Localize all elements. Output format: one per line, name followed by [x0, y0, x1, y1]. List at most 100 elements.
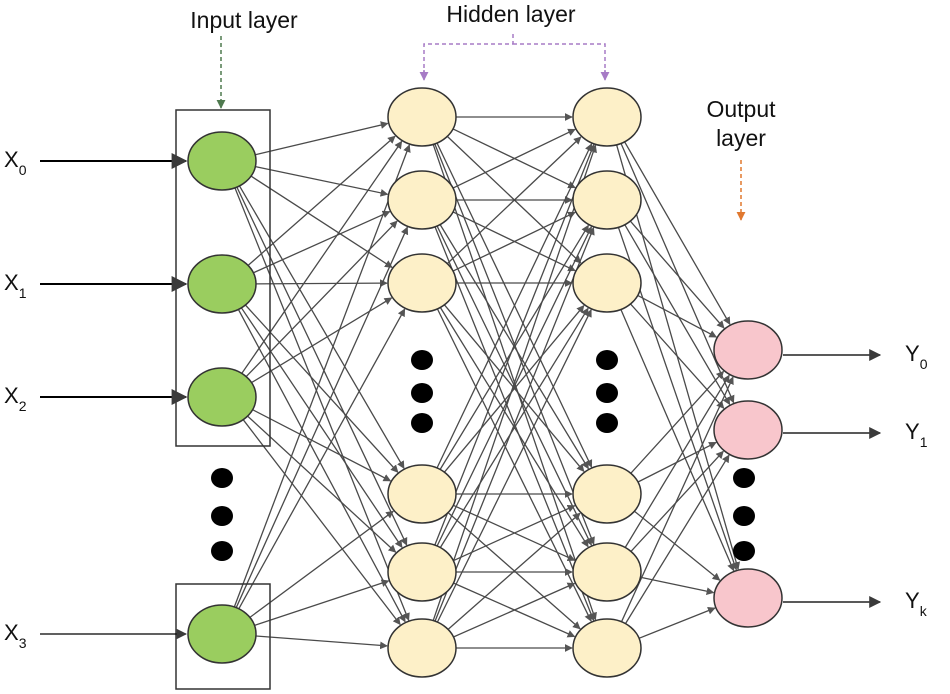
input-label-0: X0 — [4, 147, 27, 178]
input-ellipsis-dot-2 — [211, 541, 233, 561]
edge-input-1-to-hidden1-0 — [247, 135, 396, 266]
input-node-0 — [187, 131, 257, 191]
edge-hidden1-3-to-hidden2-2 — [443, 305, 585, 473]
edge-hidden2-0-to-output-0 — [624, 141, 731, 325]
edge-hidden1-2-to-hidden2-0 — [446, 136, 582, 265]
output-node-1 — [713, 400, 783, 460]
edge-hidden1-5-to-hidden2-3 — [447, 512, 581, 630]
edge-input-2-to-hidden1-4 — [247, 415, 397, 553]
input-node-1 — [187, 254, 257, 314]
edge-input-3-to-hidden1-5 — [255, 635, 388, 650]
output-ellipsis-dot-2 — [733, 541, 755, 561]
input-label-1: X1 — [4, 270, 27, 301]
edge-input-0-to-hidden1-2 — [250, 175, 393, 268]
input-label-sub-3: 3 — [19, 635, 27, 651]
hidden-layer-pointer — [423, 34, 606, 76]
edge-hidden1-4-to-hidden2-1 — [436, 226, 592, 547]
input-ellipsis-dot-0 — [211, 468, 233, 488]
edge-hidden2-2-to-output-0 — [637, 294, 718, 338]
edge-hidden1-1-to-hidden2-0 — [452, 128, 576, 189]
output-label-0: Y0 — [905, 341, 928, 372]
output-label-2: Yk — [905, 588, 928, 619]
edge-hidden1-4-to-hidden2-2 — [439, 307, 589, 548]
hidden2-node-3 — [572, 464, 642, 524]
edge-input-0-to-hidden1-3 — [238, 185, 405, 469]
edge-hidden2-1-to-output-1 — [624, 224, 731, 406]
network-nodes — [187, 87, 783, 678]
connection-edges — [233, 113, 741, 652]
input-layer-box-lower — [175, 583, 271, 690]
output-layer-label-line2: layer — [716, 125, 766, 151]
edge-input-3-to-hidden1-1 — [235, 226, 409, 608]
hidden2-node-4 — [572, 542, 642, 602]
output-layer-label-line1: Output — [706, 96, 776, 122]
hidden2-ellipsis-dot-2 — [596, 413, 618, 433]
output-label-sub-2: k — [920, 603, 928, 619]
hidden1-node-1 — [387, 170, 457, 230]
edge-hidden2-4-to-output-0 — [624, 374, 730, 548]
edge-input-2-to-hidden1-1 — [245, 220, 398, 378]
edge-hidden1-3-to-hidden2-0 — [436, 143, 593, 469]
hidden2-node-5 — [572, 618, 642, 678]
edge-input-0-to-hidden1-5 — [234, 187, 410, 621]
output-ellipsis-dot-1 — [733, 506, 755, 526]
edge-hidden1-4-to-hidden2-0 — [434, 144, 595, 546]
edge-input-1-to-hidden1-2 — [255, 279, 388, 288]
edge-hidden1-4-to-hidden2-3 — [453, 505, 576, 562]
hidden-layer-label: Hidden layer — [446, 1, 575, 27]
hidden2-ellipsis-dot-0 — [596, 350, 618, 370]
input-label-sub-1: 1 — [19, 285, 27, 301]
edge-input-2-to-hidden1-5 — [242, 419, 401, 626]
edge-input-0-to-hidden1-1 — [255, 165, 389, 197]
edge-input-1-to-hidden1-3 — [244, 304, 399, 473]
edge-hidden2-2-to-output-1 — [630, 303, 725, 409]
edge-input-1-to-hidden1-5 — [237, 309, 406, 623]
edge-hidden2-0-to-output-1 — [620, 143, 735, 404]
edge-hidden2-1-to-output-0 — [629, 220, 725, 329]
input-label-sub-0: 0 — [19, 162, 27, 178]
input-node-3 — [187, 604, 257, 664]
edge-input-3-to-hidden1-3 — [249, 510, 394, 618]
edge-input-2-to-hidden1-0 — [241, 140, 403, 374]
edge-input-2-to-hidden1-3 — [252, 409, 392, 482]
edge-hidden2-4-to-output-2 — [640, 576, 715, 595]
output-ellipsis-dot-0 — [733, 468, 755, 488]
edge-input-1-to-hidden1-1 — [253, 210, 391, 274]
hidden1-node-3 — [387, 464, 457, 524]
edge-hidden1-3-to-hidden2-1 — [439, 224, 589, 470]
input-node-2 — [187, 367, 257, 427]
edge-hidden2-5-to-output-1 — [624, 454, 730, 624]
edge-hidden1-5-to-hidden2-1 — [434, 226, 595, 622]
output-label-1: Y1 — [905, 419, 928, 450]
edge-hidden2-2-to-output-2 — [620, 309, 735, 572]
edge-hidden2-5-to-output-2 — [638, 606, 716, 639]
edge-hidden1-5-to-hidden2-2 — [436, 309, 592, 623]
input-label-3: X3 — [4, 620, 27, 651]
hidden2-node-1 — [572, 170, 642, 230]
input-label-2: X2 — [4, 383, 27, 414]
input-ellipsis-dot-1 — [211, 506, 233, 526]
hidden1-ellipsis-dot-2 — [411, 413, 433, 433]
output-node-2 — [713, 568, 783, 628]
hidden1-ellipsis-dot-0 — [411, 350, 433, 370]
edge-input-0-to-hidden1-0 — [255, 121, 389, 156]
edge-hidden2-4-to-output-1 — [630, 450, 724, 552]
edge-hidden2-3-to-output-0 — [630, 370, 725, 474]
edge-input-1-to-hidden1-4 — [240, 307, 403, 549]
edge-hidden2-3-to-output-2 — [633, 510, 721, 581]
hidden1-node-2 — [387, 253, 457, 313]
edge-input-2-to-hidden1-2 — [251, 297, 393, 384]
edge-input-0-to-hidden1-4 — [236, 186, 408, 546]
ellipsis-dots — [211, 350, 755, 561]
hidden2-node-0 — [572, 87, 642, 147]
edge-input-3-to-hidden1-2 — [238, 308, 406, 610]
output-label-sub-0: 0 — [920, 356, 928, 372]
hidden1-node-4 — [387, 542, 457, 602]
output-node-0 — [713, 320, 783, 380]
output-label-sub-1: 1 — [920, 434, 928, 450]
hidden2-ellipsis-dot-1 — [596, 383, 618, 403]
edge-hidden1-5-to-hidden2-0 — [432, 144, 597, 621]
